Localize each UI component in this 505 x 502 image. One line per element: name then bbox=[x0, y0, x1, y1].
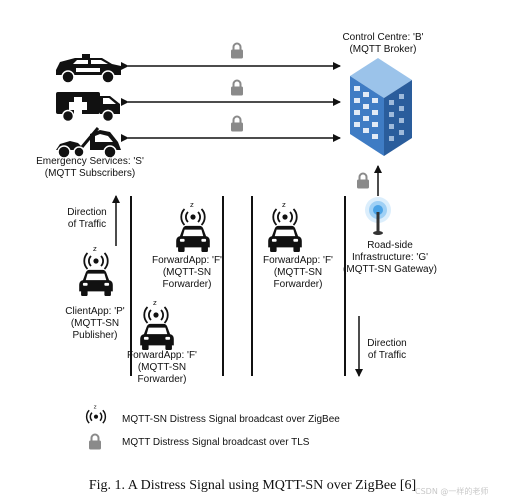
lock-icon bbox=[356, 172, 370, 189]
building-icon bbox=[350, 58, 412, 156]
car-icon bbox=[176, 225, 210, 252]
control-centre-label: Control Centre: 'B' (MQTT Broker) bbox=[342, 32, 424, 55]
car-icon bbox=[268, 225, 302, 252]
traffic-direction-left-label: Direction of Traffic bbox=[67, 207, 107, 230]
legend-signal-icon bbox=[85, 403, 107, 424]
lock-icon bbox=[230, 79, 244, 96]
signal-icon bbox=[180, 200, 206, 226]
signal-icon bbox=[83, 244, 109, 270]
car-icon bbox=[79, 269, 113, 296]
forward-app-1-label: ForwardApp: 'F' (MQTT-SN Forwarder) bbox=[152, 255, 222, 290]
tow-truck-icon bbox=[56, 127, 121, 159]
antenna-icon bbox=[365, 197, 391, 235]
police-car-icon bbox=[56, 54, 121, 84]
lock-icon bbox=[230, 42, 244, 59]
legend-zigbee-text: MQTT-SN Distress Signal broadcast over Z… bbox=[122, 414, 340, 425]
forward-app-3-label: ForwardApp: 'F' (MQTT-SN Forwarder) bbox=[127, 350, 197, 385]
emergency-services-label: Emergency Services: 'S' (MQTT Subscriber… bbox=[36, 156, 144, 179]
watermark: CSDN @一样的老师 bbox=[415, 487, 489, 496]
figure-caption: Fig. 1. A Distress Signal using MQTT-SN … bbox=[88, 478, 417, 493]
client-app-label: ClientApp: 'P' (MQTT-SN Publisher) bbox=[65, 306, 125, 341]
ambulance-icon bbox=[56, 92, 120, 123]
traffic-direction-right-label: Direction of Traffic bbox=[367, 338, 407, 361]
legend-tls-text: MQTT Distress Signal broadcast over TLS bbox=[122, 437, 310, 448]
signal-icon bbox=[143, 298, 169, 324]
legend-lock-icon bbox=[88, 433, 102, 450]
signal-icon bbox=[272, 200, 298, 226]
gateway-label: Road-side Infrastructure: 'G' (MQTT-SN G… bbox=[343, 240, 437, 275]
car-icon bbox=[140, 323, 174, 350]
forward-app-2-label: ForwardApp: 'F' (MQTT-SN Forwarder) bbox=[263, 255, 333, 290]
lock-icon bbox=[230, 115, 244, 132]
